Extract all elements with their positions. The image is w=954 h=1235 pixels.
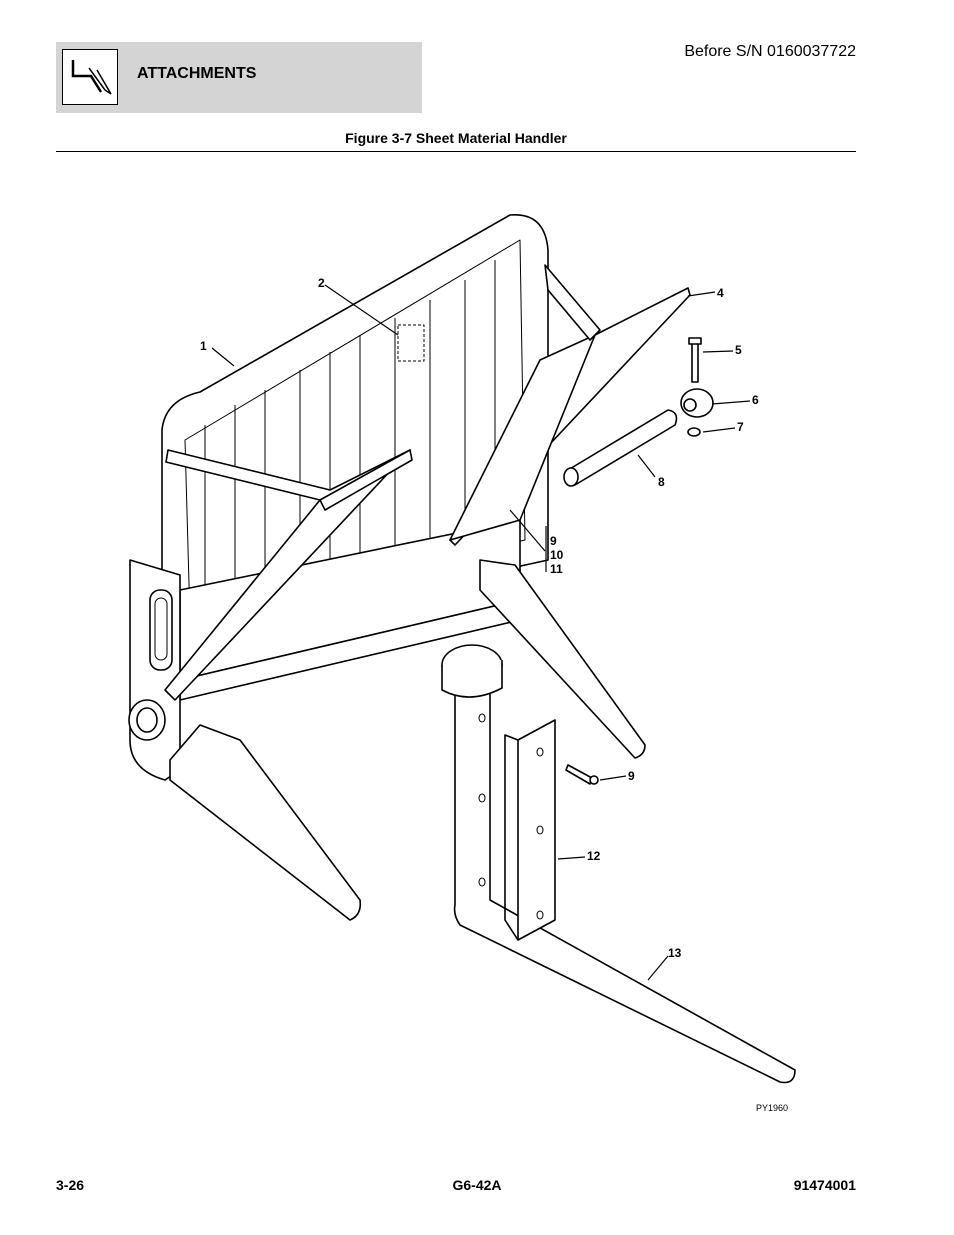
callout-1: 1 — [200, 339, 207, 353]
callout-11: 11 — [550, 562, 563, 576]
page-number: 3-26 — [56, 1177, 85, 1193]
callout-10: 10 — [550, 548, 564, 562]
header-rule — [56, 151, 856, 152]
serial-note: Before S/N 0160037722 — [684, 43, 856, 60]
callout-12: 12 — [587, 849, 601, 863]
left-brace — [164, 449, 411, 701]
callout-8: 8 — [658, 475, 665, 489]
drawing-id: PY1960 — [756, 1103, 788, 1113]
callout-5: 5 — [735, 343, 742, 357]
document-number: 91474001 — [793, 1177, 856, 1193]
callout-13: 13 — [668, 946, 682, 960]
left-fork — [169, 724, 362, 921]
callout-9-lower: 9 — [628, 769, 635, 783]
right-fork — [479, 559, 646, 759]
pin — [565, 409, 678, 486]
callout-4: 4 — [717, 286, 724, 300]
separate-fork — [453, 679, 796, 1084]
attachments-icon — [62, 49, 118, 105]
callout-6: 6 — [752, 393, 759, 407]
model-number: G6-42A — [452, 1177, 502, 1193]
callout-7: 7 — [737, 420, 744, 434]
callout-2: 2 — [318, 276, 325, 290]
section-title: ATTACHMENTS — [137, 65, 257, 82]
callout-9: 9 — [550, 534, 557, 548]
figure-caption: Figure 3-7 Sheet Material Handler — [345, 130, 567, 146]
